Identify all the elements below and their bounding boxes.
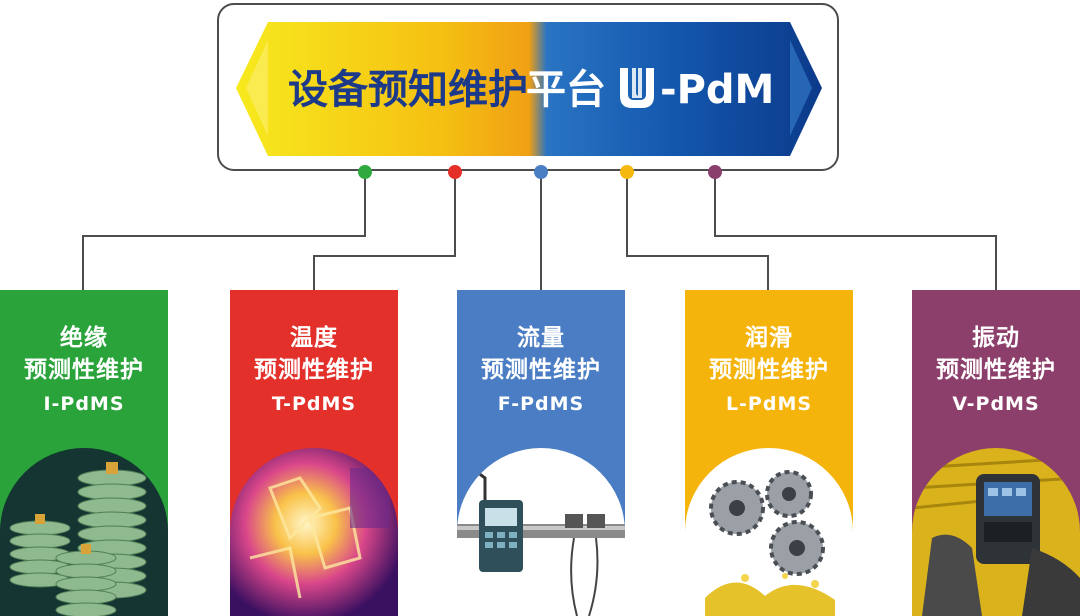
connector-insulation xyxy=(82,172,366,290)
card-name: 绝缘 xyxy=(60,325,108,351)
card-subtitle: 预测性维护 xyxy=(481,357,601,383)
card-temperature[interactable]: 温度 预测性维护 T-PdMS xyxy=(230,290,398,616)
connector-dot-temperature xyxy=(448,165,462,179)
vibration-analyzer-photo xyxy=(912,448,1080,616)
card-code: T-PdMS xyxy=(271,393,357,415)
connector-vibration xyxy=(714,172,997,290)
connector-dot-insulation xyxy=(358,165,372,179)
connector-dot-lubrication xyxy=(620,165,634,179)
banner-title-tail: 平台 xyxy=(526,67,606,113)
card-code: I-PdMS xyxy=(43,393,125,415)
card-insulation[interactable]: 绝缘 预测性维护 I-PdMS xyxy=(0,290,168,616)
insulator-stack-photo xyxy=(0,448,168,616)
card-subtitle: 预测性维护 xyxy=(24,357,144,383)
u-logo-icon xyxy=(620,68,654,108)
card-lubrication[interactable]: 润滑 预测性维护 L-PdMS xyxy=(685,290,853,616)
platform-banner xyxy=(236,22,822,156)
banner-right-chevron xyxy=(790,40,812,136)
card-code: L-PdMS xyxy=(725,393,813,415)
banner-suffix: -PdM xyxy=(660,67,774,113)
card-name: 流量 xyxy=(517,325,565,351)
banner-title: 设备预知维护 xyxy=(288,67,528,113)
card-name: 润滑 xyxy=(745,325,793,351)
thermal-camera-photo xyxy=(230,448,398,616)
card-name: 振动 xyxy=(972,325,1020,351)
card-code: F-PdMS xyxy=(497,393,585,415)
ultrasonic-flowmeter-photo xyxy=(457,448,625,616)
card-flow[interactable]: 流量 预测性维护 F-PdMS xyxy=(457,290,625,616)
card-subtitle: 预测性维护 xyxy=(936,357,1056,383)
connector-temperature xyxy=(313,172,456,290)
platform-frame xyxy=(217,3,839,171)
gears-oil-photo xyxy=(685,448,853,616)
card-subtitle: 预测性维护 xyxy=(709,357,829,383)
card-vibration[interactable]: 振动 预测性维护 V-PdMS xyxy=(912,290,1080,616)
connector-lines xyxy=(82,172,997,290)
card-name: 温度 xyxy=(290,325,338,351)
connector-lubrication xyxy=(626,172,769,290)
card-subtitle: 预测性维护 xyxy=(254,357,374,383)
card-code: V-PdMS xyxy=(952,393,1040,415)
banner-left-chevron xyxy=(246,40,268,136)
connector-dot-flow xyxy=(534,165,548,179)
connector-dot-vibration xyxy=(708,165,722,179)
